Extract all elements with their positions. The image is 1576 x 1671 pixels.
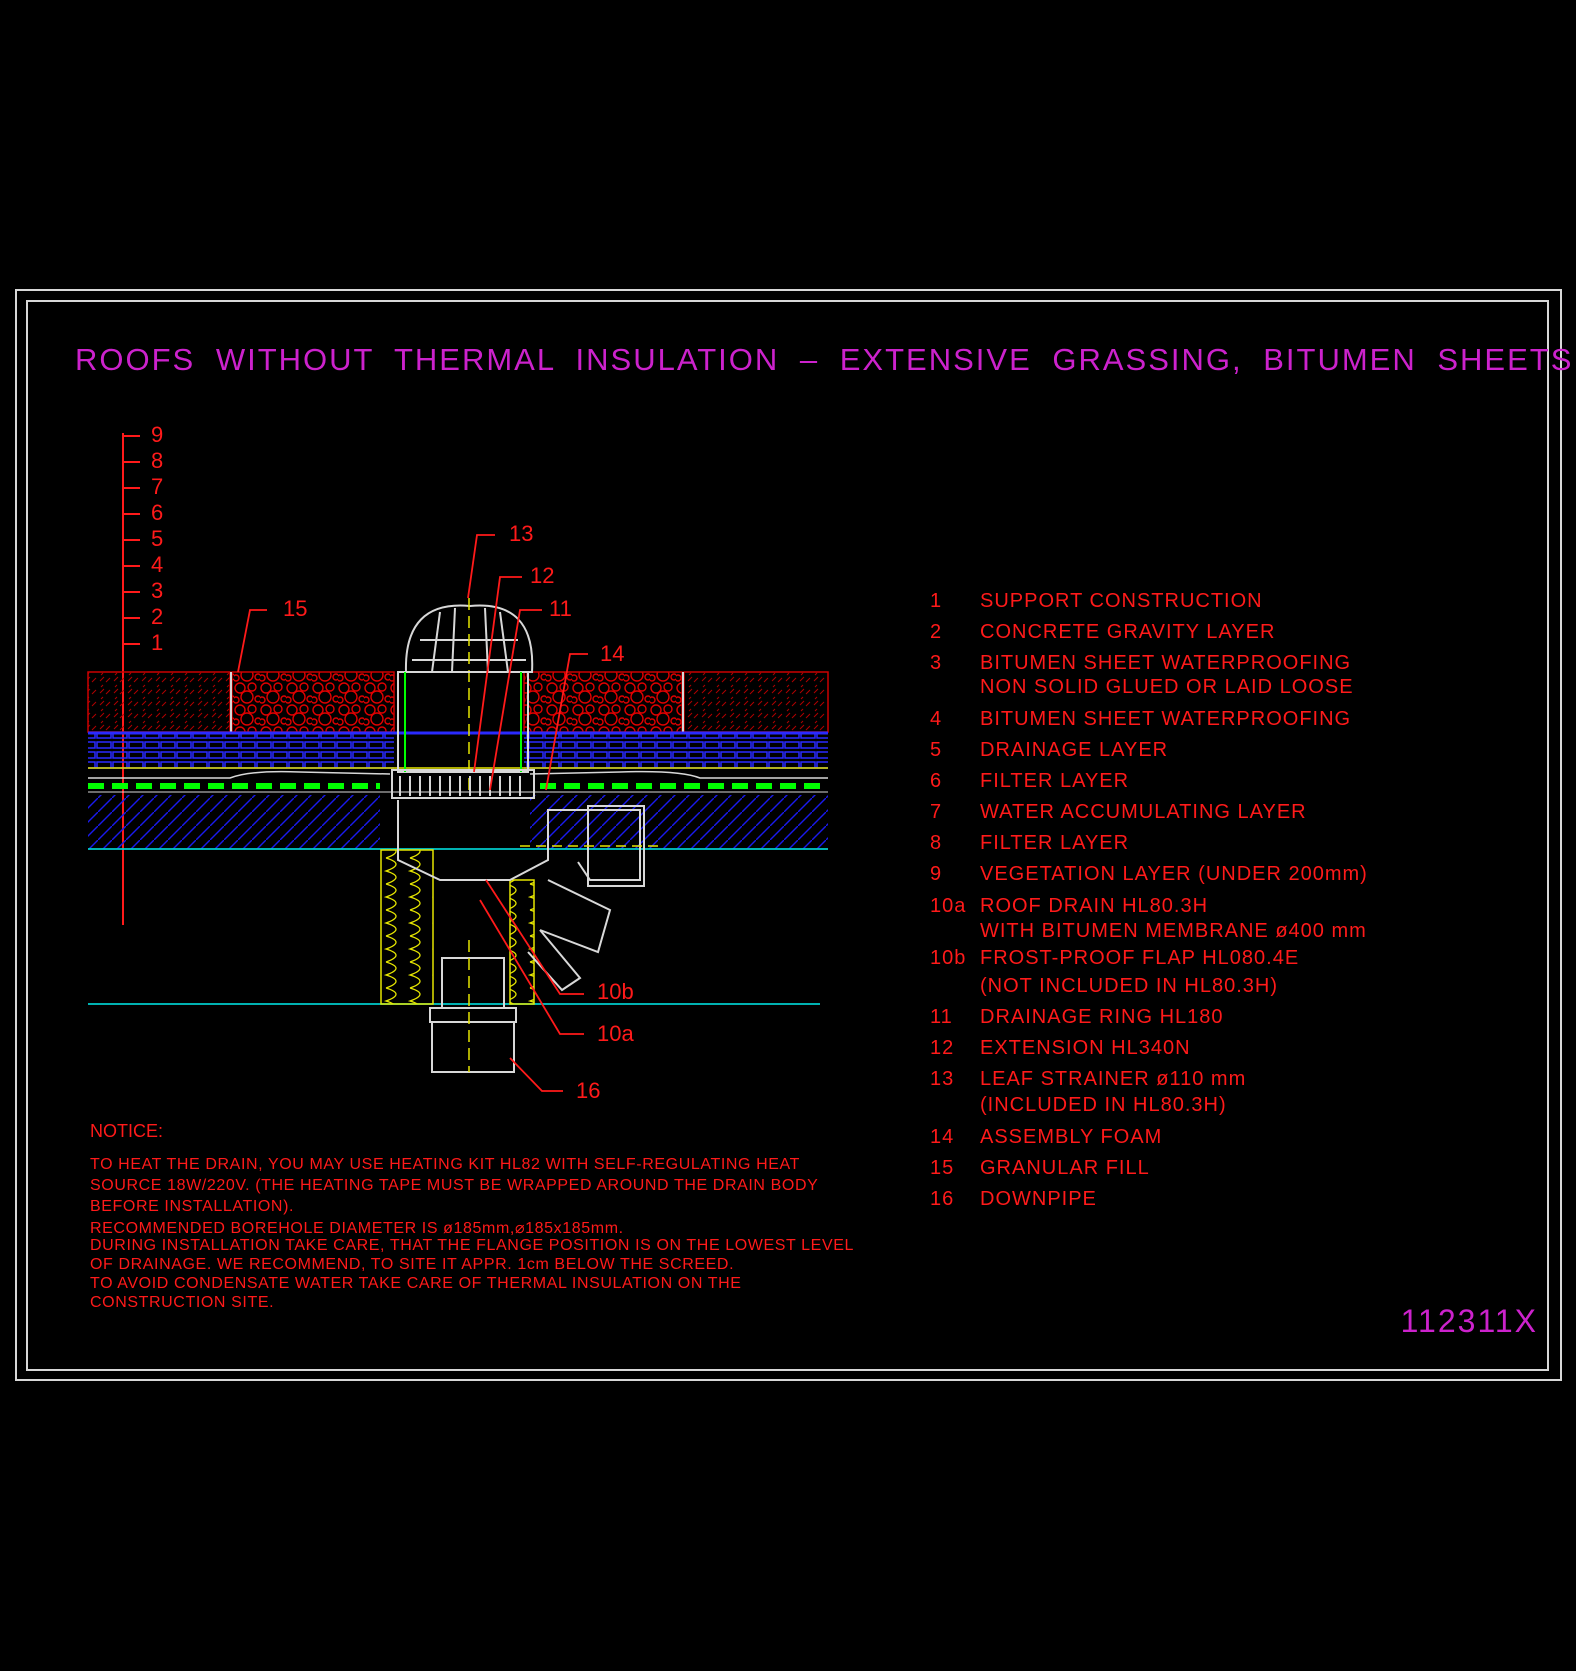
insulation-left	[380, 849, 434, 1005]
drainage-ring	[391, 769, 535, 799]
notice-heading: NOTICE:	[90, 1121, 164, 1141]
leader-lines	[237, 534, 588, 1092]
callout-11: 11	[549, 596, 572, 621]
notice-line: OF DRAINAGE. WE RECOMMEND, TO SITE IT AP…	[90, 1256, 735, 1273]
layer-label-2: 2	[151, 604, 164, 629]
support-construction-left	[88, 795, 380, 849]
vegetation-layer-right	[683, 671, 829, 733]
drawing-code: 112311X	[1400, 1303, 1538, 1339]
leader-10b	[485, 879, 584, 995]
drawing-frame-outer	[15, 289, 1562, 1381]
leaf-strainer	[404, 598, 534, 790]
drawing-title: ROOFS WITHOUT THERMAL INSULATION – EXTEN…	[75, 342, 1574, 377]
layer-label-9: 9	[151, 422, 164, 447]
leader-16	[509, 1057, 563, 1092]
notice-line: SOURCE 18W/220V. (THE HEATING TAPE MUST …	[90, 1177, 819, 1194]
layer-label-1: 1	[151, 630, 164, 655]
vegetation-layer-left	[87, 671, 231, 733]
leader-11	[489, 609, 542, 791]
leader-10a	[479, 899, 584, 1035]
callout-16: 16	[576, 1078, 601, 1103]
notice-line: CONSTRUCTION SITE.	[90, 1294, 275, 1311]
notice-line: RECOMMENDED BOREHOLE DIAMETER IS ø185mm,…	[90, 1220, 624, 1237]
leader-13	[467, 534, 495, 599]
callout-15: 15	[283, 596, 308, 621]
callout-10a: 10a	[597, 1021, 634, 1046]
support-construction-right	[530, 795, 828, 849]
notice-line: TO HEAT THE DRAIN, YOU MAY USE HEATING K…	[90, 1156, 800, 1173]
layer-scale-ticks	[123, 435, 140, 645]
layer-label-6: 6	[151, 500, 164, 525]
notice-line: BEFORE INSTALLATION).	[90, 1198, 295, 1215]
leader-15	[237, 609, 267, 673]
leader-14	[545, 653, 588, 791]
callout-14: 14	[600, 641, 625, 666]
leader-12	[473, 576, 522, 773]
notice-line: DURING INSTALLATION TAKE CARE, THAT THE …	[90, 1237, 854, 1254]
layer-label-7: 7	[151, 474, 164, 499]
granular-fill-right	[523, 671, 683, 733]
layer-label-8: 8	[151, 448, 164, 473]
notice-line: TO AVOID CONDENSATE WATER TAKE CARE OF T…	[90, 1275, 742, 1292]
drainage-layer-left	[88, 733, 394, 769]
drawing-frame-inner	[26, 300, 1549, 1371]
extension-body	[397, 671, 529, 773]
downpipe	[429, 940, 517, 1073]
layer-label-4: 4	[151, 552, 164, 577]
layer-label-3: 3	[151, 578, 164, 603]
callout-10b: 10b	[597, 979, 634, 1004]
callout-13: 13	[509, 521, 534, 546]
granular-fill-left	[231, 671, 395, 733]
layer-label-5: 5	[151, 526, 164, 551]
drainage-layer-right	[524, 733, 828, 769]
callout-12: 12	[530, 563, 555, 588]
